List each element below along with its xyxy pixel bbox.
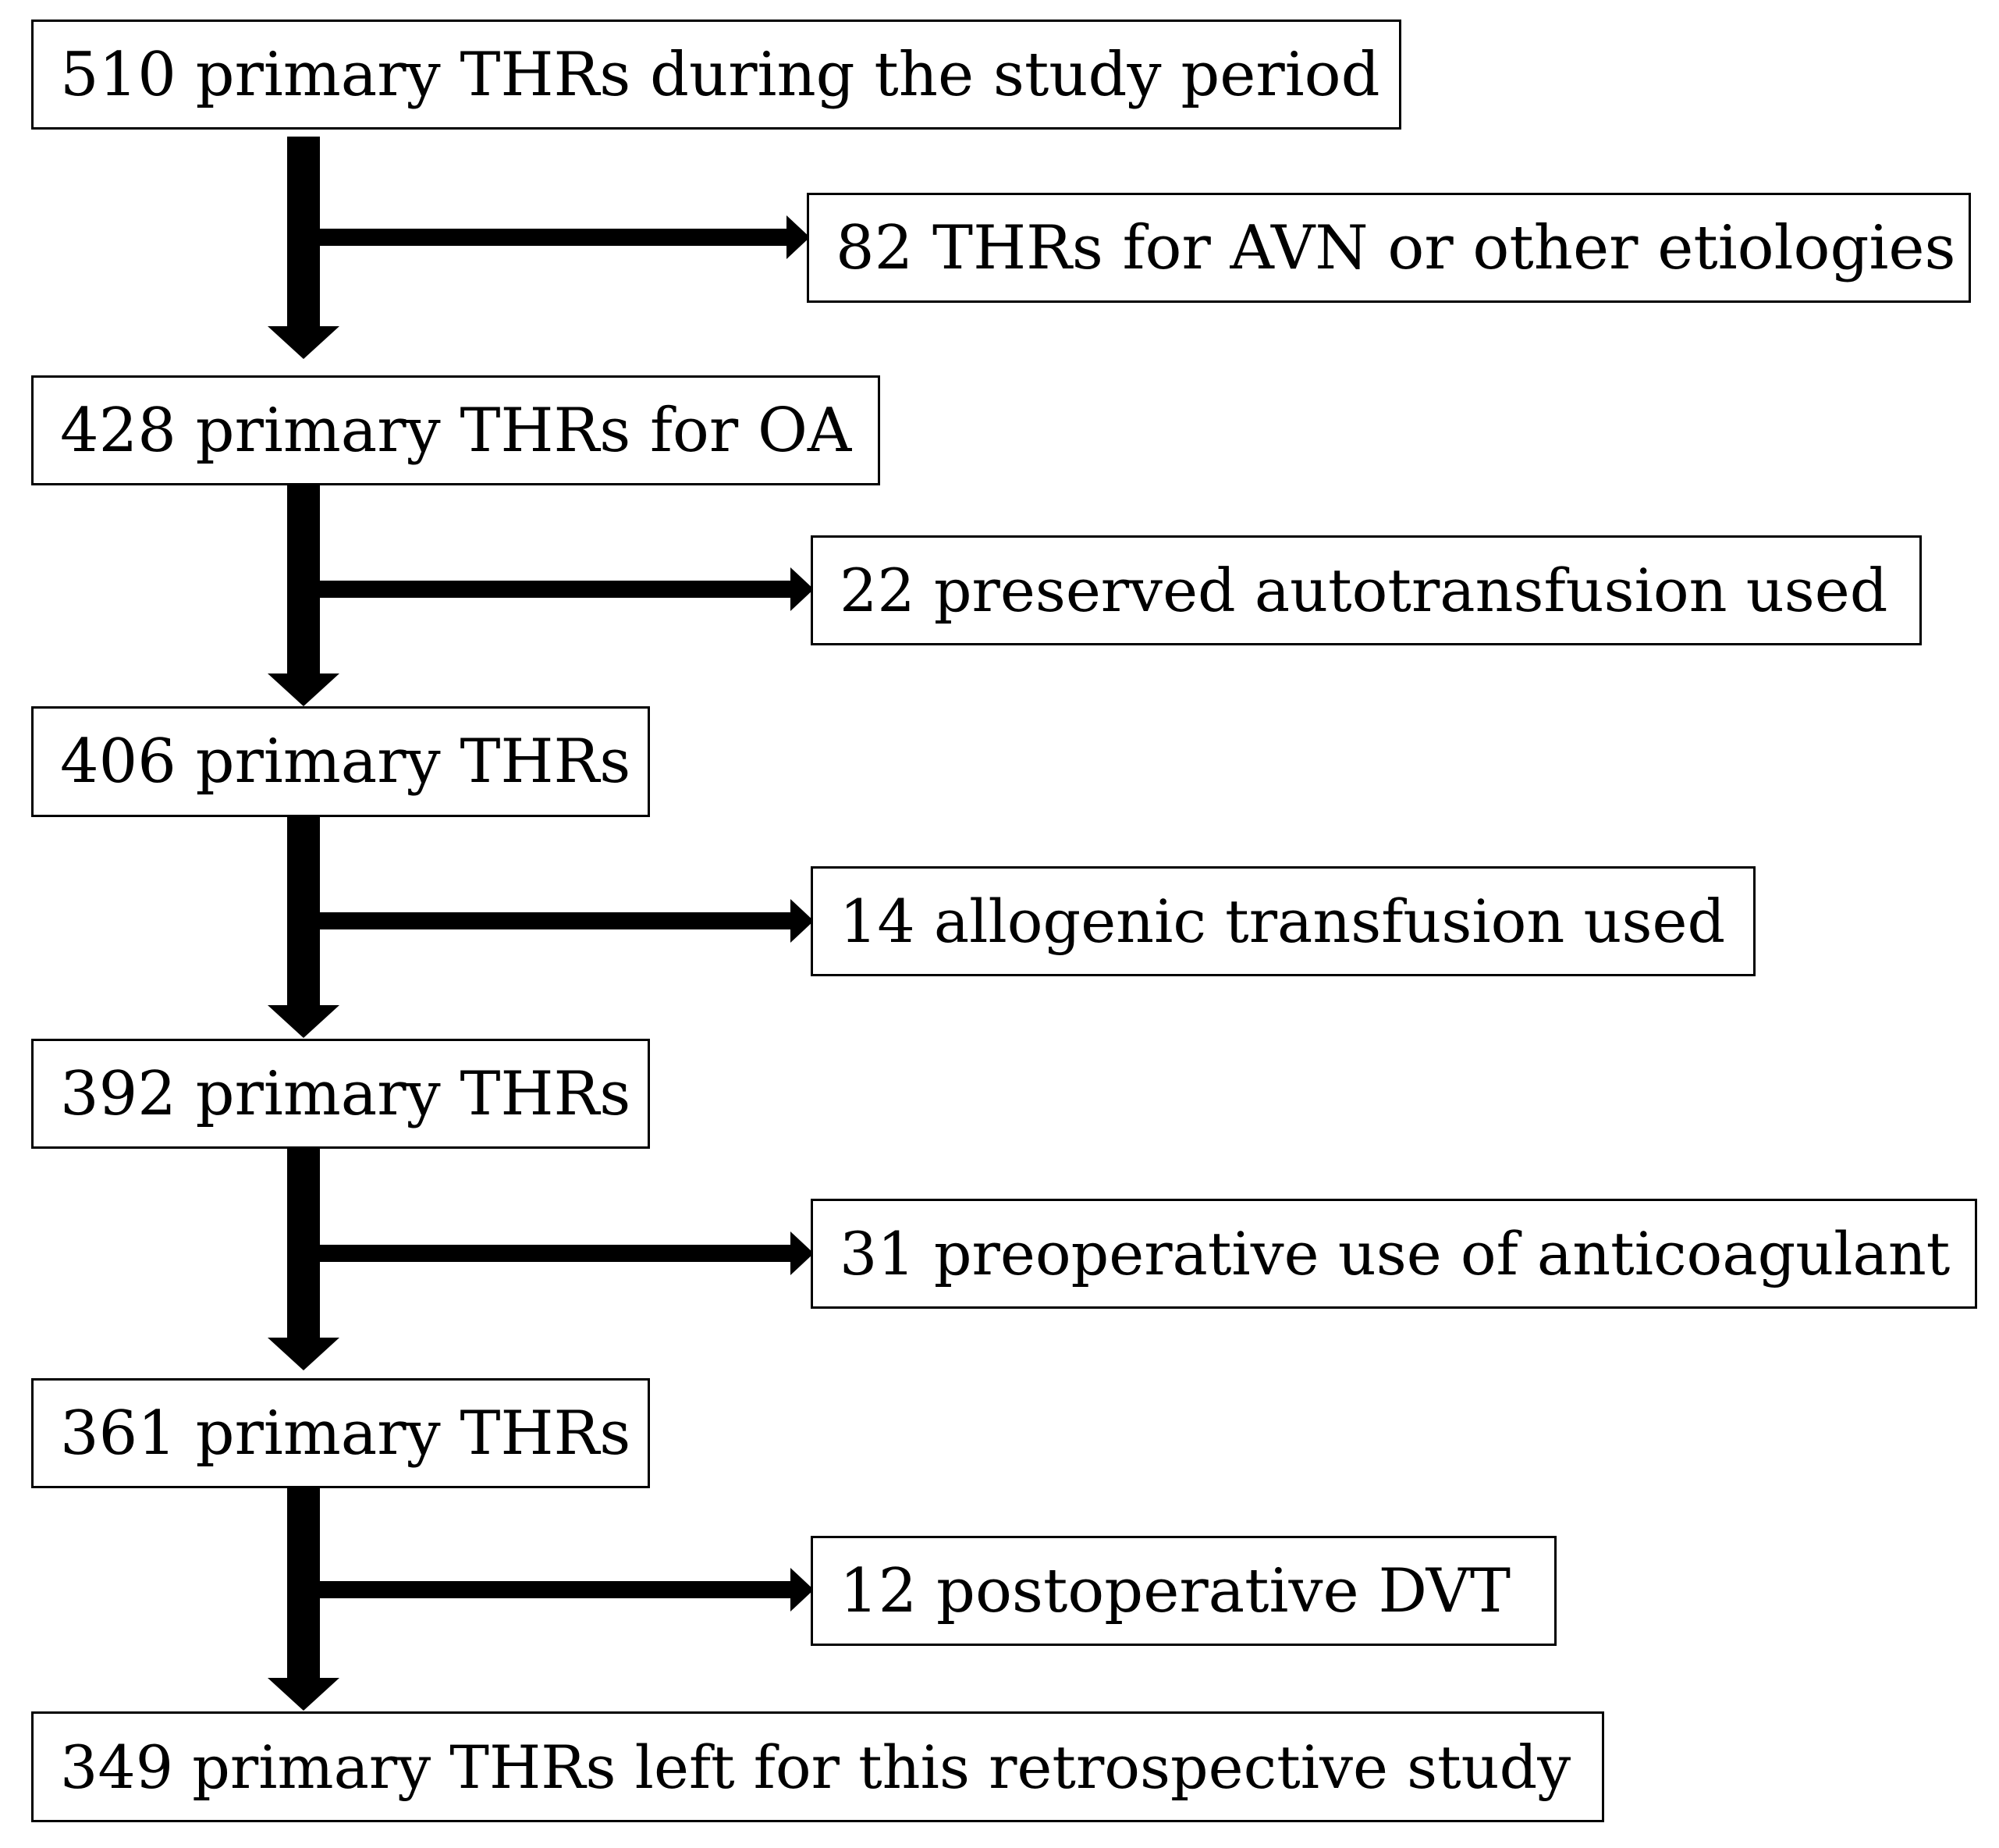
step-label: 392 primary THRs	[60, 1058, 631, 1129]
exclusion-label: 31 preoperative use of anticoagulant	[840, 1219, 1951, 1288]
side-arrow-5	[312, 1568, 814, 1612]
exclusion-label: 82 THRs for AVN or other etiologies	[836, 212, 1956, 283]
exclusion-box-avn: 82 THRs for AVN or other etiologies	[807, 193, 1971, 303]
step-box-initial: 510 primary THRs during the study period	[31, 20, 1401, 130]
step-box-oa: 428 primary THRs for OA	[31, 375, 880, 485]
exclusion-box-dvt: 12 postoperative DVT	[811, 1536, 1557, 1646]
exclusion-box-allogenic: 14 allogenic transfusion used	[811, 866, 1756, 976]
exclusion-box-anticoagulant: 31 preoperative use of anticoagulant	[811, 1199, 1977, 1309]
down-arrow-2	[268, 485, 339, 706]
exclusion-box-autotransfusion: 22 preserved autotransfusion used	[811, 535, 1922, 645]
step-label: 510 primary THRs during the study period	[60, 39, 1380, 110]
down-arrow-4	[268, 1149, 339, 1370]
step-label: 349 primary THRs left for this retrospec…	[60, 1732, 1571, 1802]
exclusion-label: 22 preserved autotransfusion used	[840, 556, 1888, 625]
down-arrow-5	[268, 1488, 339, 1711]
step-label: 406 primary THRs	[60, 727, 631, 797]
side-arrow-3	[312, 899, 814, 943]
step-box-after-autotransfusion: 406 primary THRs	[31, 706, 650, 817]
side-arrow-1	[312, 215, 810, 259]
down-arrow-3	[268, 817, 339, 1038]
exclusion-label: 12 postoperative DVT	[840, 1555, 1511, 1626]
step-label: 361 primary THRs	[60, 1398, 631, 1469]
step-label: 428 primary THRs for OA	[60, 395, 852, 466]
exclusion-label: 14 allogenic transfusion used	[840, 887, 1726, 956]
side-arrow-2	[312, 567, 814, 611]
step-box-after-allogenic: 392 primary THRs	[31, 1039, 650, 1149]
step-box-after-anticoagulant: 361 primary THRs	[31, 1378, 650, 1488]
step-box-final: 349 primary THRs left for this retrospec…	[31, 1711, 1604, 1822]
down-arrow-1	[268, 137, 339, 359]
side-arrow-4	[312, 1231, 814, 1275]
